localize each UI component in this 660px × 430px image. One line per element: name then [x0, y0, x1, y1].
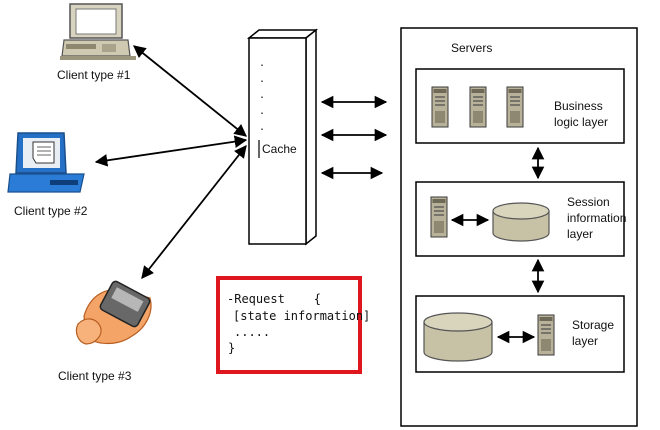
database-icon	[492, 202, 550, 242]
session-layer-label-3: layer	[567, 227, 593, 241]
request-line-3: .....	[234, 325, 270, 339]
laptop-computer-icon	[7, 132, 85, 193]
storage-layer-label-2: layer	[572, 334, 598, 348]
arrow-client3-cache	[141, 145, 247, 279]
session-layer-label-1: Session	[567, 195, 610, 209]
handheld-device-icon	[75, 280, 152, 345]
server-tower-icon	[537, 314, 555, 356]
server-tower-icon	[506, 86, 524, 128]
storage-layer-label-1: Storage	[572, 318, 614, 332]
server-tower-icon	[469, 86, 487, 128]
cache-dots: . . . . .	[259, 58, 271, 133]
arrow-client2-cache	[94, 135, 248, 167]
business-layer-label-1: Business	[554, 99, 603, 113]
server-tower-icon	[430, 196, 448, 238]
request-box	[216, 276, 362, 374]
servers-title: Servers	[451, 41, 492, 55]
client-1-label: Client type #1	[57, 68, 131, 82]
session-layer-label-2: information	[567, 211, 626, 225]
client-3-label: Client type #3	[58, 369, 132, 383]
cache-block: . . . . . Cache	[246, 28, 319, 246]
database-icon	[423, 312, 493, 362]
business-layer-label-2: logic layer	[554, 115, 608, 129]
request-line-4: }	[228, 341, 235, 355]
request-line-1: -Request {	[227, 292, 321, 306]
desktop-computer-icon	[60, 3, 136, 60]
arrow-client1-cache	[133, 45, 247, 137]
cache-label: Cache	[262, 142, 297, 156]
request-line-2: [state information]	[233, 309, 370, 323]
server-tower-icon	[431, 86, 449, 128]
client-2-label: Client type #2	[14, 204, 88, 218]
